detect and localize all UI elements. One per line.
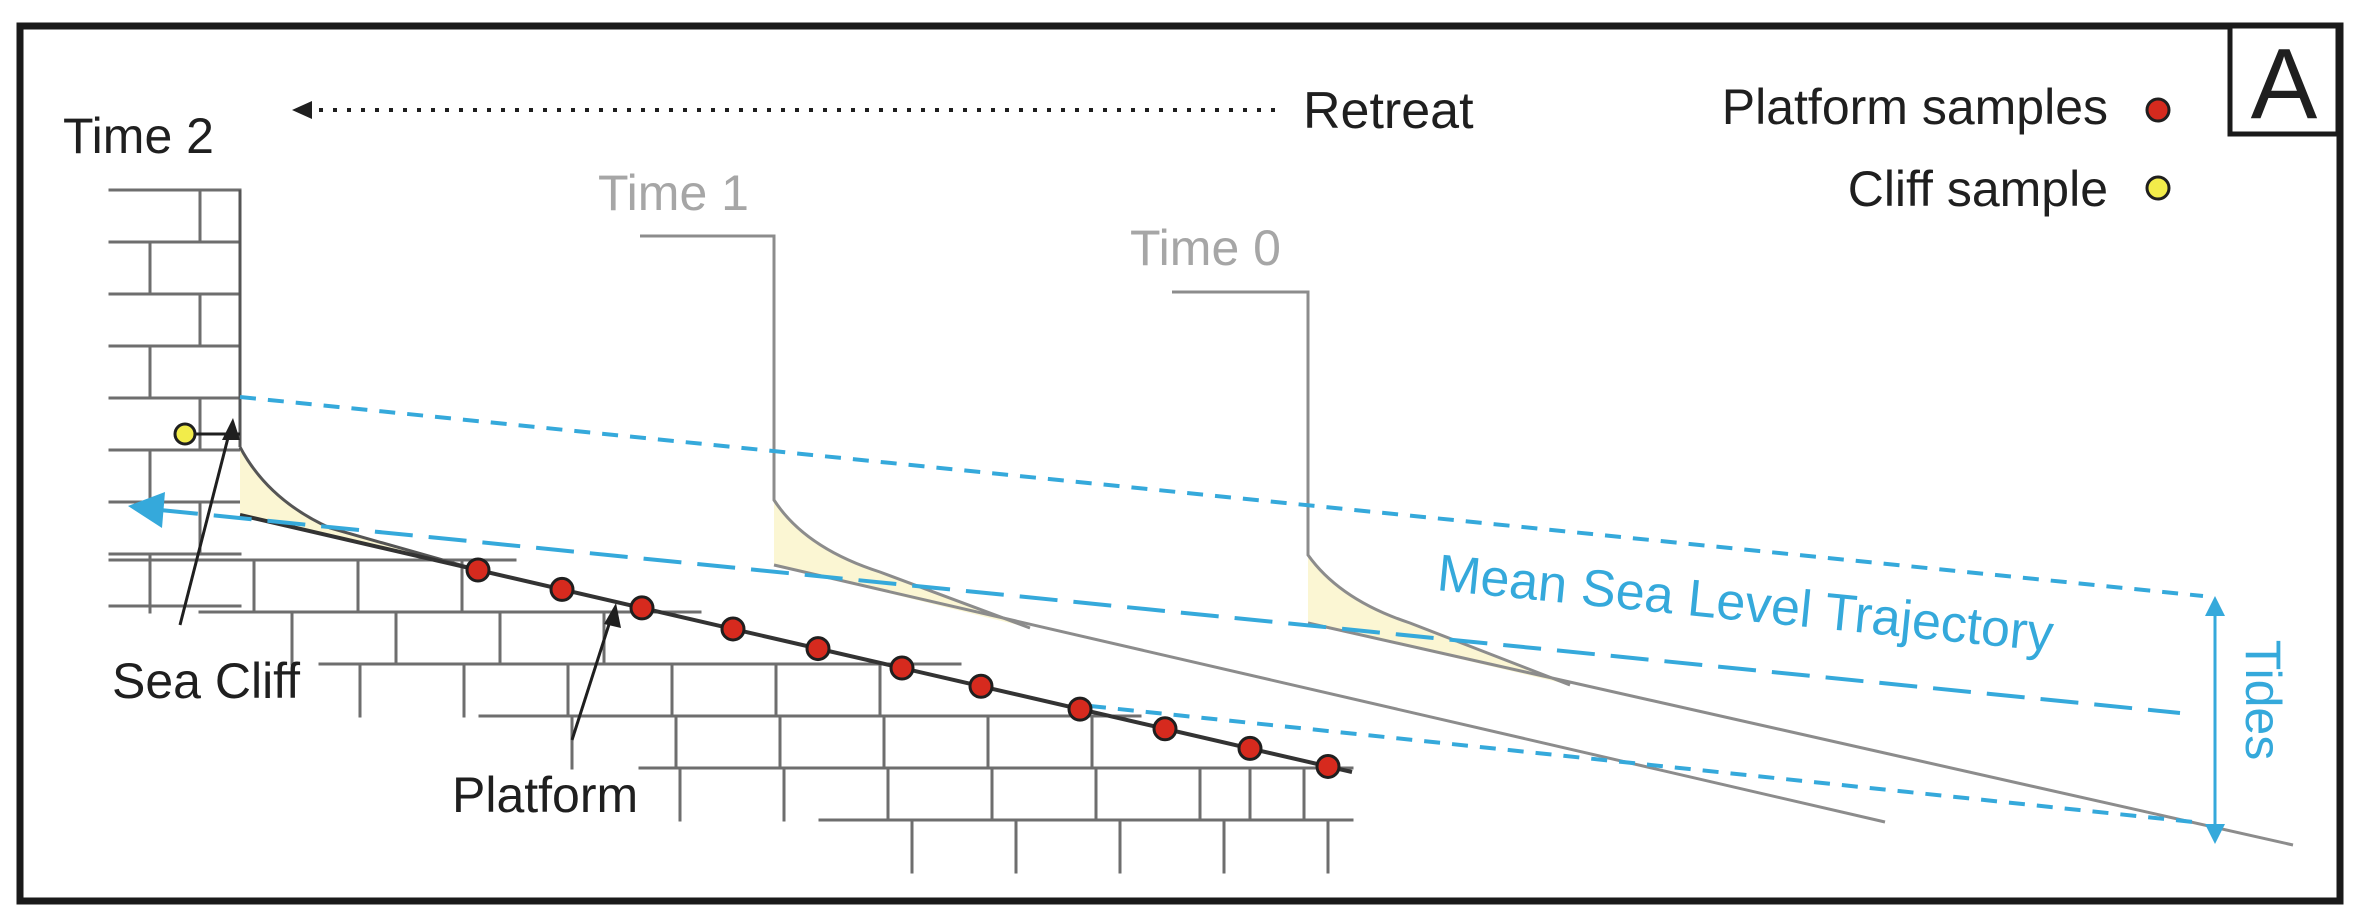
leader-arrows <box>178 418 621 741</box>
panel-frame <box>16 22 2344 905</box>
platform-sample-point <box>549 576 575 602</box>
panel-letter: A <box>2251 28 2318 140</box>
label-time-2: Time 2 <box>63 108 214 164</box>
retreat-arrow <box>292 101 1275 119</box>
platform-sample-point <box>968 673 994 699</box>
low-tide-line <box>1089 704 2204 825</box>
platform-leader <box>570 614 614 741</box>
platform-sample-point <box>465 557 491 583</box>
legend: Platform samples Cliff sample <box>1722 79 2171 217</box>
label-sea-cliff: Sea Cliff <box>112 653 300 709</box>
high-tide-line <box>239 395 2204 598</box>
sea-cliff-leader <box>178 429 232 626</box>
platform-sample-point <box>1152 716 1178 742</box>
platform-sample-point <box>629 595 655 621</box>
label-platform: Platform <box>452 767 638 823</box>
label-time-1: Time 1 <box>598 165 749 221</box>
label-time-0: Time 0 <box>1130 220 1281 276</box>
cliff-sample-point <box>173 422 197 446</box>
sediment-wedge-time-0 <box>1308 555 1570 685</box>
panel-letter-box: A <box>2227 23 2341 140</box>
sediment-wedges <box>240 447 1570 685</box>
platform-sample-point <box>889 655 915 681</box>
platform-sample-point <box>805 636 831 662</box>
label-tides: Tides <box>2235 640 2291 760</box>
platform-sample-points <box>465 557 1341 779</box>
cliff-sample <box>173 422 240 446</box>
sea-level-lines <box>159 395 2204 825</box>
legend-label-cliff-sample: Cliff sample <box>1848 161 2108 217</box>
platform-sample-point <box>1237 735 1263 761</box>
cliff-profiles-past <box>640 234 2294 847</box>
cliff-profile-time-0 <box>1172 290 1571 687</box>
legend-marker-cliff-sample <box>2145 175 2171 201</box>
trajectory-arrowhead <box>128 492 165 528</box>
platform-sample-point <box>720 616 746 642</box>
cliff-profile-time-1-base <box>773 563 1886 824</box>
platform-sample-point <box>1315 753 1341 779</box>
cliff-profile-time-1 <box>640 234 1031 630</box>
tides-range-arrow <box>2205 596 2225 844</box>
label-retreat: Retreat <box>1303 82 1474 140</box>
bedrock-masonry <box>108 188 1354 874</box>
legend-label-platform-samples: Platform samples <box>1722 79 2108 135</box>
platform-sample-point <box>1067 696 1093 722</box>
sediment-wedge-time-1 <box>774 500 1030 628</box>
legend-marker-platform-samples <box>2145 97 2171 123</box>
mean-sea-level-trajectory-line <box>159 508 2181 715</box>
sediment-wedge-time-2 <box>240 447 478 570</box>
cliff-profile-time-0-base <box>1307 621 2294 847</box>
